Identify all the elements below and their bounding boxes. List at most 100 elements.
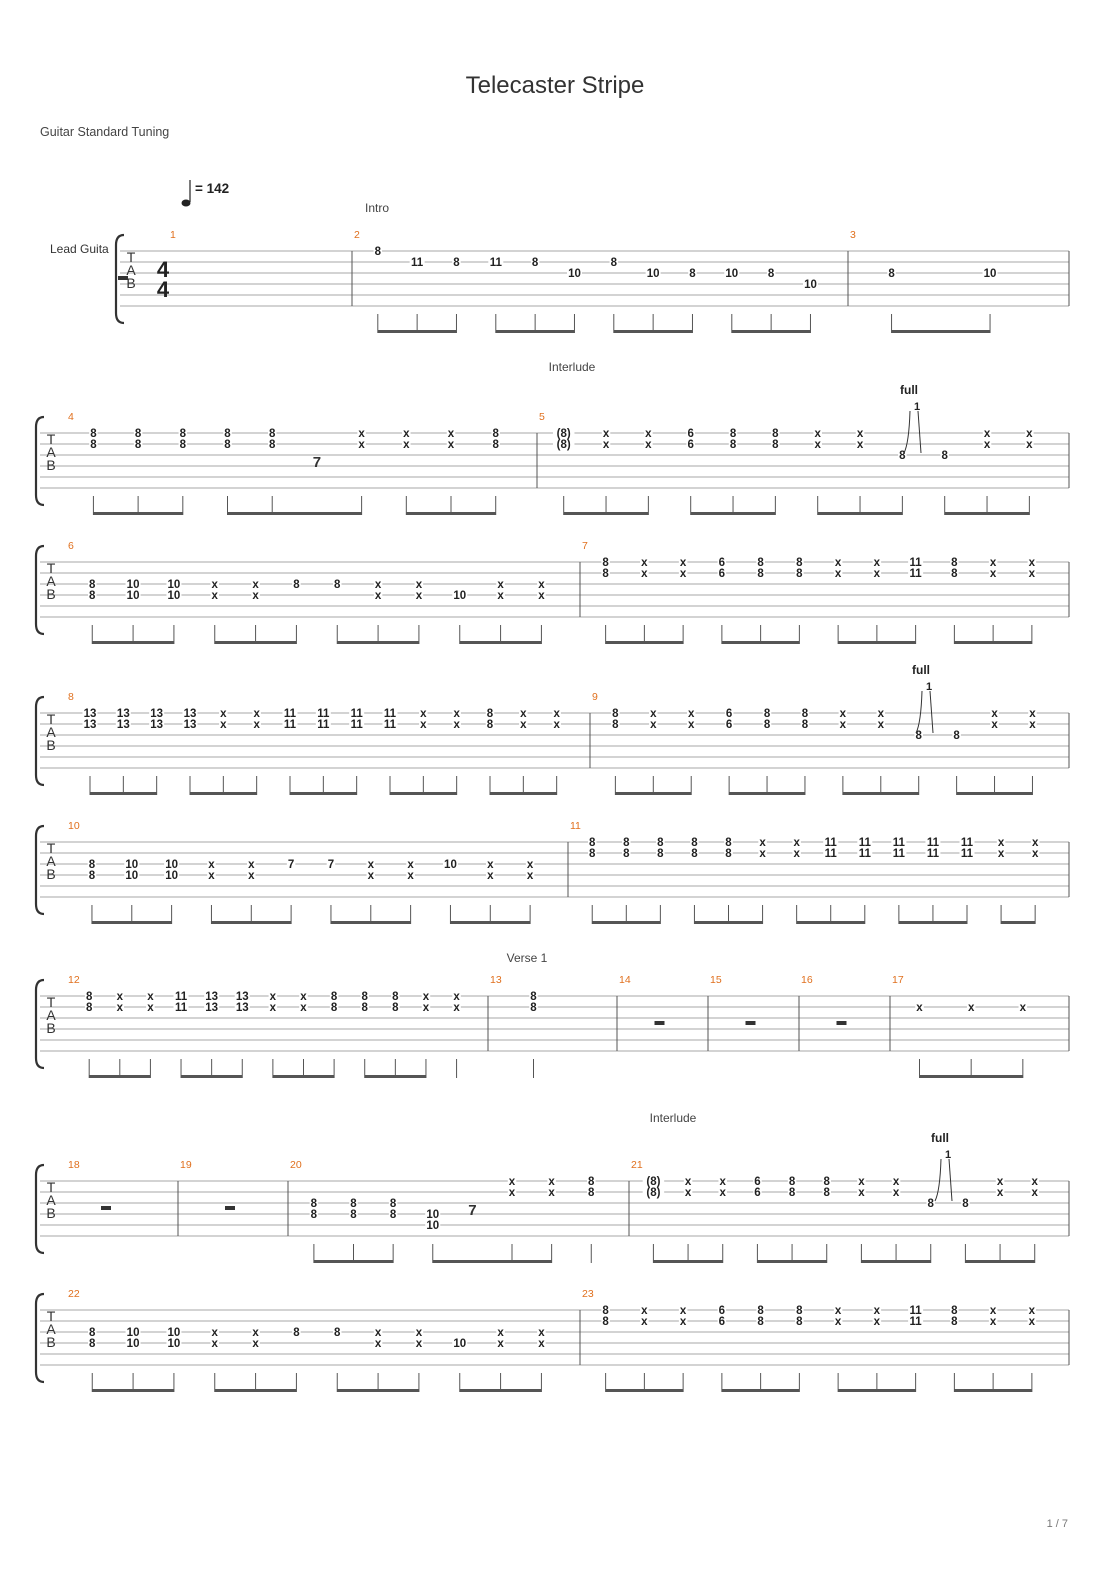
fret-bg: [286, 859, 296, 869]
fret-bg: [89, 428, 98, 438]
fret-number: x: [420, 708, 427, 720]
tab-clef-letter: T: [47, 711, 56, 727]
note-beam: [690, 512, 776, 515]
release-curve: [948, 1158, 953, 1202]
fret-number: x: [407, 870, 414, 882]
fret-bg: [166, 1338, 182, 1348]
fret-bg: [507, 1176, 517, 1186]
fret-number: 11: [910, 1316, 923, 1328]
fret-number: 6: [719, 1305, 725, 1317]
fret-number: 6: [719, 568, 725, 580]
fret-bg: [282, 719, 298, 729]
fret-number: x: [1029, 708, 1036, 720]
fret-number: 6: [754, 1176, 760, 1188]
fret-number: 8: [311, 1198, 318, 1210]
fret-bg: [525, 859, 535, 869]
fret-number: 8: [350, 1209, 357, 1221]
fret-bg: [552, 439, 575, 449]
fret-number: x: [685, 1187, 692, 1199]
fret-bg: [686, 439, 695, 449]
fret-number: 8: [623, 837, 630, 849]
fret-number: x: [998, 848, 1005, 860]
fret-bg: [995, 1187, 1005, 1197]
fret-bg: [813, 428, 822, 438]
fret-number: 11: [825, 837, 838, 849]
fret-bg: [838, 708, 848, 718]
bar-number: 6: [68, 540, 74, 552]
fret-bg: [149, 719, 165, 729]
fret-bg: [756, 1316, 765, 1326]
fret-number: x: [878, 708, 885, 720]
fret-bg: [908, 1316, 924, 1326]
note-beam: [563, 512, 649, 515]
fret-number: 6: [719, 1316, 725, 1328]
fret-number: x: [878, 719, 885, 731]
fret-number: 13: [117, 708, 130, 720]
fret-bg: [204, 1002, 220, 1012]
eighth-rest: 7: [468, 1202, 476, 1219]
fret-bg: [996, 837, 1006, 847]
fret-bg: [1028, 708, 1037, 718]
tab-clef-letter: A: [46, 1192, 56, 1208]
fret-number: 8: [657, 848, 664, 860]
fret-bg: [872, 568, 882, 578]
fret-number: x: [603, 439, 610, 451]
note-beam: [731, 330, 811, 333]
fret-number: 10: [165, 870, 178, 882]
fret-bg: [996, 848, 1006, 858]
fret-bg: [795, 568, 804, 578]
fret-bg: [251, 590, 260, 600]
fret-number: 8: [331, 991, 338, 1003]
fret-bg: [823, 837, 839, 847]
fret-bg: [717, 1316, 727, 1326]
fret-bg: [252, 719, 261, 729]
fret-bg: [587, 837, 597, 847]
fret-number: 13: [236, 1002, 249, 1014]
eighth-rest: 7: [313, 454, 321, 471]
fret-number: 10: [168, 590, 181, 602]
tab-clef-letter: A: [46, 1321, 56, 1337]
fret-number: 8: [730, 439, 737, 451]
fret-number: 8: [725, 848, 732, 860]
fret-number: 13: [236, 991, 249, 1003]
fret-bg: [406, 870, 415, 880]
tab-clef-letter: A: [46, 444, 56, 460]
fret-bg: [823, 848, 839, 858]
fret-bg: [622, 837, 631, 847]
bend-label: full: [912, 663, 930, 677]
fret-bg: [678, 557, 688, 567]
fret-bg: [485, 708, 495, 718]
quarter-note-icon: [181, 199, 191, 207]
fret-number: 8: [757, 568, 764, 580]
fret-number: x: [300, 991, 307, 1003]
fret-number: x: [874, 568, 881, 580]
fret-bg: [210, 1338, 219, 1348]
fret-number: x: [1032, 1176, 1039, 1188]
fret-bg: [178, 428, 188, 438]
fret-number: x: [253, 708, 260, 720]
fret-bg: [124, 859, 140, 869]
fret-number: 13: [117, 719, 130, 731]
fret-number: x: [641, 557, 648, 569]
fret-bg: [234, 991, 250, 1001]
fret-bg: [857, 1187, 866, 1197]
fret-bg: [149, 708, 165, 718]
fret-number: 6: [687, 439, 693, 451]
fret-number: 8: [135, 439, 142, 451]
fret-bg: [425, 1220, 441, 1230]
fret-bg: [966, 1002, 976, 1012]
fret-bg: [537, 590, 546, 600]
fret-number: 10: [127, 579, 140, 591]
time-signature-bottom: 4: [157, 277, 170, 302]
fret-number: x: [1032, 1187, 1039, 1199]
fret-bg: [166, 590, 182, 600]
fret-number: x: [220, 708, 227, 720]
fret-bg: [792, 837, 801, 847]
fret-number: 6: [754, 1187, 760, 1199]
fret-number: 8: [772, 428, 779, 440]
fret-bg: [758, 848, 767, 858]
fret-bg: [349, 1209, 358, 1219]
note-beam: [694, 921, 763, 924]
fret-bg: [496, 579, 505, 589]
fret-number: 8: [390, 1198, 397, 1210]
